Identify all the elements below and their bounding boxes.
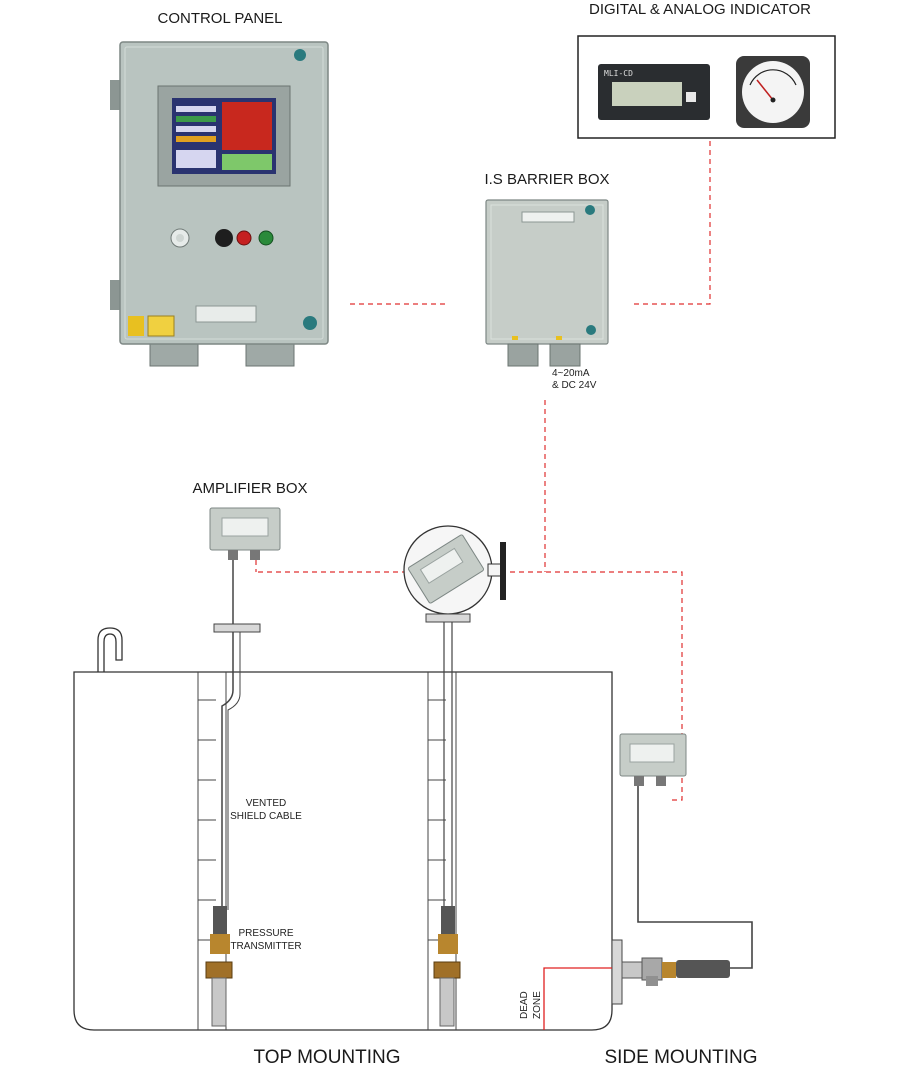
amplifier-box-title: AMPLIFIER BOX (192, 480, 307, 497)
amplifier-box (209, 507, 281, 560)
indicator-title: DIGITAL & ANALOG INDICATOR (589, 1, 811, 18)
vented-cable-label-line2: SHIELD CABLE (230, 811, 302, 822)
side-cable (637, 786, 753, 969)
right-pressure-transmitter (433, 906, 461, 1027)
tank (73, 627, 613, 1031)
left-cable-and-flange (213, 560, 261, 910)
dead-zone-marker (543, 967, 612, 1030)
barrier-box-title: I.S BARRIER BOX (484, 171, 609, 188)
digital-indicator: MLI-CD (598, 64, 710, 120)
pressure-transmitter-label-line1: PRESSURE (238, 928, 293, 939)
signal-label-line2: & DC 24V (552, 380, 597, 391)
is-barrier-box (485, 199, 609, 367)
signal-label-line1: 4~20mA (552, 368, 590, 379)
side-amplifier-box (619, 733, 687, 786)
dead-zone-label-line2: ZONE (532, 991, 543, 1019)
side-pressure-transmitter (611, 939, 730, 1005)
digital-indicator-model: MLI-CD (604, 69, 633, 78)
control-panel-title: CONTROL PANEL (157, 10, 282, 27)
control-panel (110, 41, 329, 367)
pressure-transmitter-label-line2: TRANSMITTER (230, 941, 301, 952)
dead-zone-label-line1: DEAD (519, 991, 530, 1019)
vented-cable-label-line1: VENTED (246, 798, 287, 809)
top-mounting-caption: TOP MOUNTING (253, 1047, 400, 1068)
side-mounting-caption: SIDE MOUNTING (604, 1047, 757, 1068)
analog-gauge (736, 56, 810, 128)
round-junction-box (403, 525, 506, 623)
left-pressure-transmitter (205, 906, 233, 1027)
right-cable-tube (443, 622, 453, 910)
